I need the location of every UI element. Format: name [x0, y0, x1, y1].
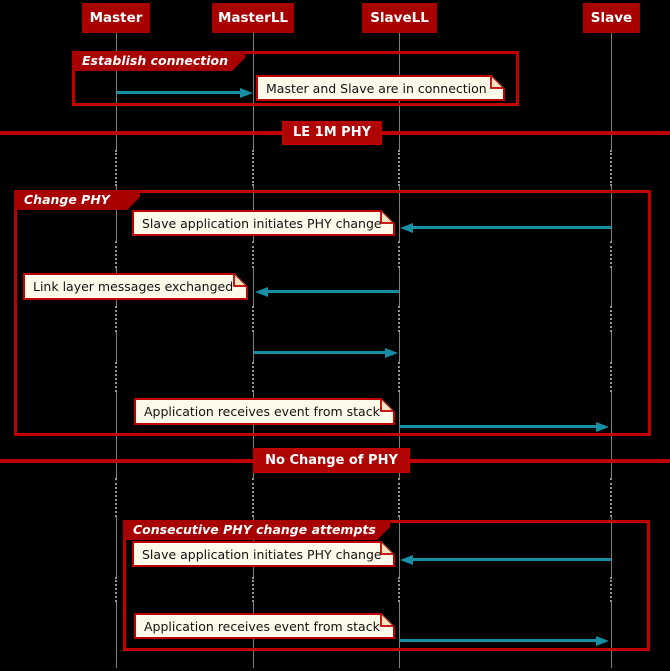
note-text: Application receives event from stack: [144, 618, 380, 634]
lifeline-segment: [116, 602, 117, 668]
arrowhead-left-icon: [400, 555, 413, 565]
lifeline-segment: [398, 478, 400, 517]
arrowhead-left-icon: [255, 287, 268, 297]
lifeline-segment: [398, 241, 400, 268]
lifeline-segment: [115, 478, 117, 517]
note-connection-established: Master and Slave are in connection: [256, 75, 505, 101]
lifeline-segment: [610, 306, 612, 332]
note-text: Master and Slave are in connection: [266, 80, 487, 96]
message-masterll-to-slavell: [254, 351, 387, 354]
lifeline-segment: [611, 268, 612, 306]
group-frame-establish-connection: [72, 51, 519, 106]
lifeline-segment: [116, 186, 117, 241]
arrowhead-right-icon: [385, 348, 398, 358]
lifeline-segment: [115, 577, 117, 602]
lifeline-segment: [610, 577, 612, 602]
note-slave-initiates-phy-change-2: Slave application initiates PHY change: [132, 541, 395, 567]
arrowhead-left-icon: [400, 223, 413, 233]
lifeline-segment: [399, 332, 400, 362]
lifeline-segment: [399, 186, 400, 241]
lifeline-segment: [115, 241, 117, 268]
note-slave-initiates-phy-change: Slave application initiates PHY change: [132, 210, 395, 236]
note-text: Link layer messages exchanged: [33, 279, 234, 294]
lifeline-segment: [115, 150, 117, 186]
lifeline-segment: [399, 268, 400, 306]
divider-label-le-1m-phy: LE 1M PHY: [282, 121, 382, 145]
lifeline-segment: [610, 478, 612, 517]
note-text: Application receives event from stack: [144, 404, 380, 419]
lifeline-segment: [611, 517, 612, 577]
message-master-to-masterll: [117, 91, 241, 94]
lifeline-segment: [611, 33, 612, 150]
lifeline-segment: [611, 332, 612, 362]
message-slave-to-slavell-2: [410, 558, 611, 561]
lifeline-segment: [116, 33, 117, 150]
note-application-receives-event: Application receives event from stack: [134, 398, 395, 425]
arrowhead-right-icon: [596, 636, 609, 646]
lifeline-segment: [611, 186, 612, 241]
group-frame-change-phy: [14, 190, 651, 436]
message-slavell-to-slave-2: [400, 639, 598, 642]
lifeline-segment: [252, 241, 254, 268]
lifeline-segment: [253, 268, 254, 306]
arrowhead-right-icon: [240, 88, 253, 98]
participant-master: Master: [82, 3, 150, 33]
lifeline-segment: [115, 306, 117, 332]
lifeline-segment: [116, 517, 117, 577]
note-text: Slave application initiates PHY change: [142, 546, 382, 562]
lifeline-segment: [398, 150, 400, 186]
lifeline-segment: [252, 150, 254, 186]
participant-slavell: SlaveLL: [362, 3, 437, 33]
lifeline-segment: [398, 577, 400, 602]
lifeline-segment: [252, 362, 254, 392]
lifeline-segment: [116, 332, 117, 362]
lifeline-segment: [115, 362, 117, 392]
note-application-receives-event-2: Application receives event from stack: [134, 613, 395, 639]
lifeline-segment: [253, 332, 254, 362]
participant-slave: Slave: [583, 3, 640, 33]
message-slavell-to-masterll: [265, 290, 399, 293]
lifeline-segment: [399, 517, 400, 577]
note-fold-icon: [490, 75, 505, 90]
note-fold-icon: [233, 273, 248, 288]
lifeline-segment: [398, 362, 400, 392]
lifeline-segment: [610, 362, 612, 392]
note-text: Slave application initiates PHY change: [142, 215, 382, 231]
note-fold-icon: [380, 541, 395, 556]
note-fold-icon: [380, 398, 395, 413]
note-fold-icon: [380, 613, 395, 628]
lifeline-segment: [610, 241, 612, 268]
lifeline-segment: [399, 602, 400, 668]
note-fold-icon: [380, 210, 395, 225]
lifeline-segment: [610, 150, 612, 186]
lifeline-segment: [252, 577, 254, 602]
lifeline-segment: [253, 33, 254, 150]
message-slave-to-slavell: [410, 226, 611, 229]
lifeline-segment: [398, 306, 400, 332]
message-slavell-to-slave: [400, 425, 598, 428]
participant-masterll: MasterLL: [212, 3, 294, 33]
lifeline-segment: [252, 306, 254, 332]
group-title-establish-connection: Establish connection: [72, 51, 245, 71]
group-title-consecutive-phy-change-attempts: Consecutive PHY change attempts: [123, 520, 390, 540]
divider-label-no-change-of-phy: No Change of PHY: [253, 448, 410, 473]
lifeline-segment: [611, 602, 612, 668]
note-link-layer-messages: Link layer messages exchanged: [23, 273, 248, 300]
lifeline-segment: [252, 478, 254, 517]
arrowhead-right-icon: [596, 422, 609, 432]
group-title-change-phy: Change PHY: [14, 190, 140, 210]
